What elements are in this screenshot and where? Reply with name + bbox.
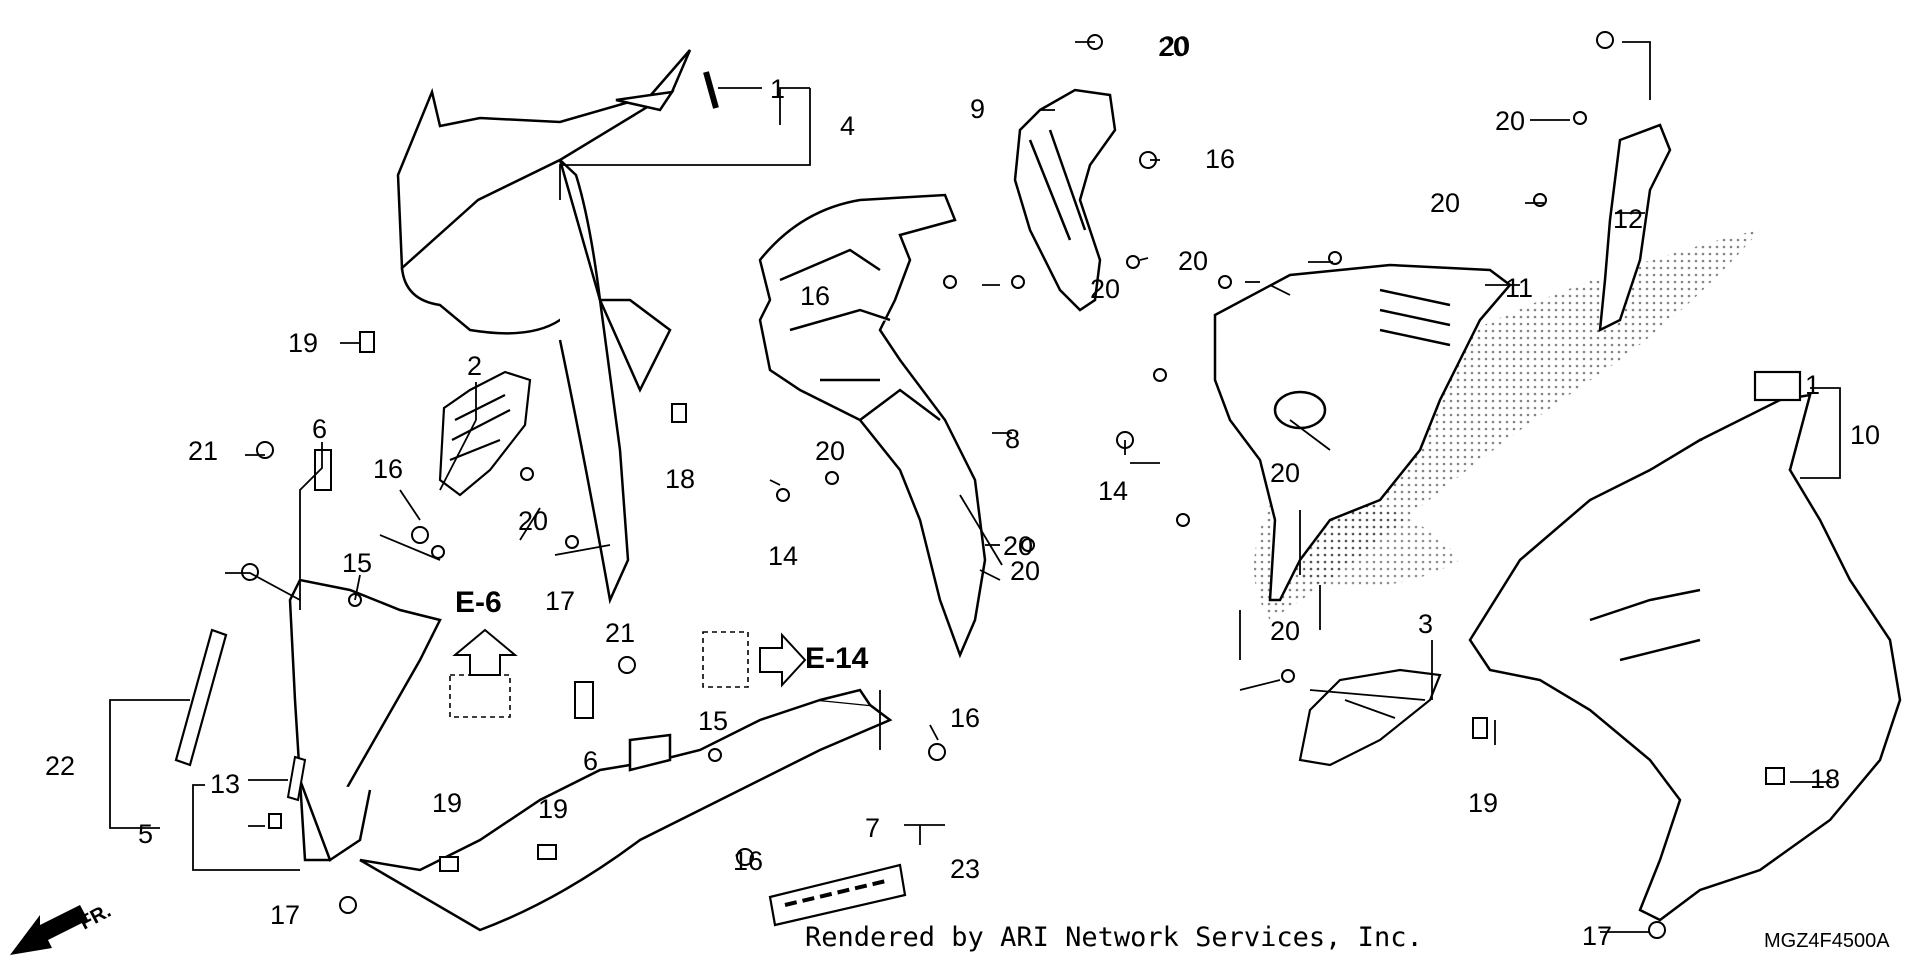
- part-number-label: 20: [1270, 458, 1300, 488]
- part-number-label: 4: [840, 111, 855, 141]
- part-number-label: 20: [1160, 31, 1190, 61]
- part-number-label: 15: [342, 548, 372, 578]
- part-9-inner-bracket: [1013, 88, 1117, 312]
- part-8-middle-cowl: [758, 193, 987, 659]
- part-number-label: 14: [768, 541, 798, 571]
- part-number-label: 5: [138, 819, 153, 849]
- part-2-duct: [438, 370, 532, 497]
- part-number-label: 8: [1005, 424, 1020, 454]
- front-arrow: FR.: [10, 900, 115, 955]
- part-number-label: 21: [605, 618, 635, 648]
- part-number-label: 14: [1098, 476, 1128, 506]
- part-number-label: 20: [1495, 106, 1525, 136]
- part-number-label: 16: [373, 454, 403, 484]
- part-number-label: 19: [288, 328, 318, 358]
- part-number-label: 12: [1613, 204, 1643, 234]
- part-number-label: 19: [432, 788, 462, 818]
- part-12-bracket: [1598, 123, 1672, 333]
- part-number-label: 20: [1003, 531, 1033, 561]
- part-number-label: 20: [1090, 274, 1120, 304]
- part-number-label: 6: [583, 746, 598, 776]
- footer-credit: Rendered by ARI Network Services, Inc.: [805, 922, 1423, 953]
- diagram-code: MGZ4F4500A: [1764, 930, 1890, 952]
- part-number-label: 21: [188, 436, 218, 466]
- part-number-label: 18: [665, 464, 695, 494]
- part-number-label: 18: [1810, 764, 1840, 794]
- part-7-under-cowl: [359, 688, 893, 932]
- part-upper-cowl: [396, 49, 719, 605]
- part-number-label: 17: [1582, 921, 1612, 951]
- part-number-label: 7: [865, 813, 880, 843]
- part-13-strip: [286, 755, 307, 802]
- part-number-labels: 1421921616201715E-622135201481821615167E…: [45, 31, 1880, 951]
- part-number-label: 20: [815, 436, 845, 466]
- e14-arrow: [759, 632, 807, 688]
- part-number-label: 15: [698, 706, 728, 736]
- part-number-label: 16: [1205, 144, 1235, 174]
- part-number-label: 22: [45, 751, 75, 781]
- part-number-label: 17: [545, 586, 575, 616]
- part-number-label: 17: [270, 900, 300, 930]
- part-number-label: 23: [950, 854, 980, 884]
- part-number-label: 1: [1805, 370, 1820, 400]
- part-23-decal: [768, 863, 907, 927]
- reference-label: E-6: [455, 586, 502, 619]
- part-number-label: 20: [1178, 246, 1208, 276]
- part-number-label: 16: [950, 703, 980, 733]
- part-number-label: 3: [1418, 609, 1433, 639]
- part-number-label: 20: [518, 506, 548, 536]
- part-number-label: 16: [733, 846, 763, 876]
- part-number-label: 9: [970, 94, 985, 124]
- part-number-label: 11: [1505, 273, 1533, 303]
- part-number-label: 19: [538, 794, 568, 824]
- clip-box-e6: [449, 674, 511, 718]
- part-number-label: 10: [1850, 420, 1880, 450]
- leader-lines: [109, 41, 1841, 933]
- part-number-label: 16: [800, 281, 830, 311]
- part-number-label: 13: [210, 769, 240, 799]
- reference-label: E-14: [805, 642, 869, 675]
- part-number-label: 20: [1158, 32, 1188, 62]
- part-number-label: 6: [312, 414, 327, 444]
- e6-arrow: [452, 628, 518, 676]
- part-1-emblem-right: [1753, 370, 1802, 402]
- part-number-label: 2: [467, 351, 482, 381]
- part-number-label: 19: [1468, 788, 1498, 818]
- part-number-label: 1: [770, 74, 785, 104]
- fasteners: [241, 31, 1785, 939]
- part-number-label: 20: [1430, 188, 1460, 218]
- part-10-side-cowl: [1468, 393, 1902, 922]
- part-5-lower-cowl: [288, 578, 442, 862]
- part-3-duct: [1298, 668, 1442, 767]
- front-label: FR.: [76, 900, 115, 935]
- part-number-label: 20: [1010, 556, 1040, 586]
- part-number-label: 20: [1270, 616, 1300, 646]
- halftone-shading: [1254, 230, 1760, 620]
- clip-box-e14: [702, 631, 749, 688]
- part-22-strip: [174, 628, 228, 767]
- part-11-inner-panel: [1213, 263, 1512, 602]
